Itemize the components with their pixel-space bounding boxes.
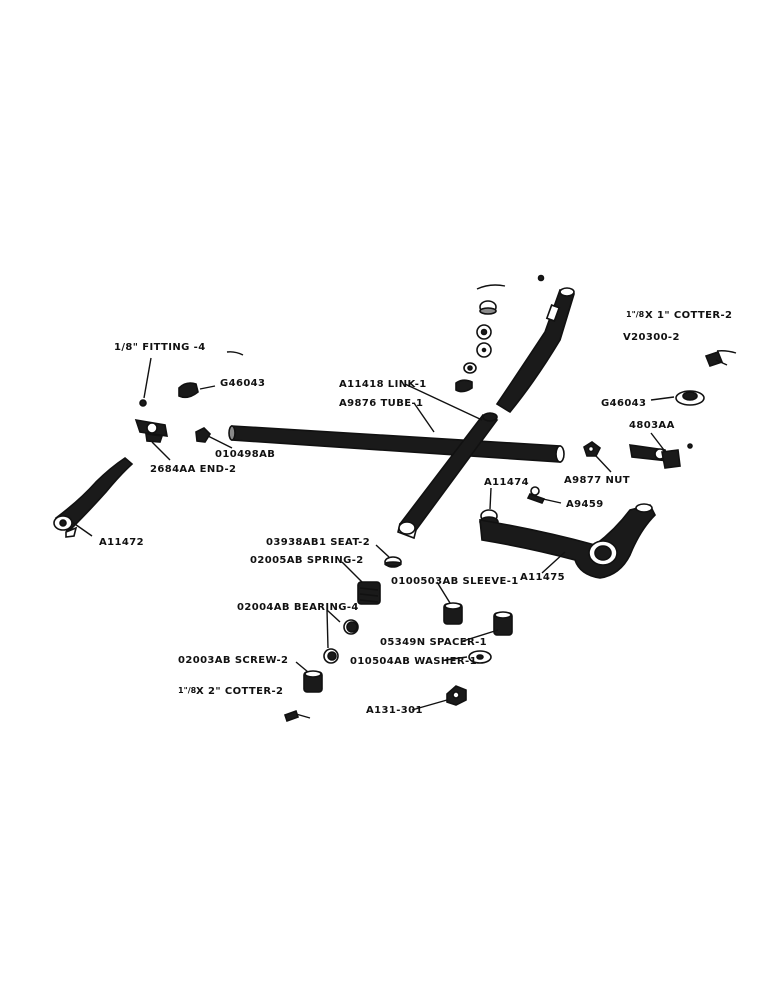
label-cotter-top-fraction: 1"/8 — [626, 310, 645, 319]
label-a11472: A11472 — [99, 537, 144, 548]
label-tube: A9876 TUBE-1 — [339, 398, 423, 409]
label-bearing: 02004AB BEARING-4 — [237, 602, 359, 613]
label-seat: 03938AB1 SEAT-2 — [266, 537, 370, 548]
tube-part — [228, 425, 565, 463]
label-a131-301: A131-301 — [366, 705, 423, 716]
link-top-parts — [455, 274, 545, 393]
part-labels: 1/8" FITTING -4 G46043 2684AA END-2 0104… — [99, 310, 732, 716]
label-g46043-left: G46043 — [220, 378, 265, 389]
label-nut-010498ab: 010498AB — [215, 449, 275, 460]
label-spacer: 05349N SPACER-1 — [380, 637, 487, 648]
bottom-parts — [283, 556, 513, 723]
leader-lines — [71, 357, 728, 711]
label-cotter-top: X 1" COTTER-2 — [645, 310, 732, 321]
label-a11474: A11474 — [484, 477, 529, 488]
link-part — [397, 287, 576, 540]
label-g46043-right: G46043 — [601, 398, 646, 409]
label-cotter-bottom-fraction: 1"/8 — [178, 686, 197, 695]
label-a9877-nut: A9877 NUT — [564, 475, 630, 486]
right-parts — [479, 350, 737, 579]
label-fitting: 1/8" FITTING -4 — [114, 342, 206, 353]
label-cotter-bottom: X 2" COTTER-2 — [196, 686, 283, 697]
label-sleeve: 0100503AB SLEEVE-1 — [391, 576, 519, 587]
label-v20300: V20300-2 — [623, 332, 680, 343]
label-a9459: A9459 — [566, 499, 604, 510]
label-spring: 02005AB SPRING-2 — [250, 555, 364, 566]
label-4803aa: 4803AA — [629, 420, 675, 431]
label-washer: 010504AB WASHER-1 — [350, 656, 477, 667]
label-link: A11418 LINK-1 — [339, 379, 427, 390]
label-a11475: A11475 — [520, 572, 565, 583]
left-parts — [53, 351, 244, 538]
label-screw: 02003AB SCREW-2 — [178, 655, 288, 666]
label-end: 2684AA END-2 — [150, 464, 236, 475]
